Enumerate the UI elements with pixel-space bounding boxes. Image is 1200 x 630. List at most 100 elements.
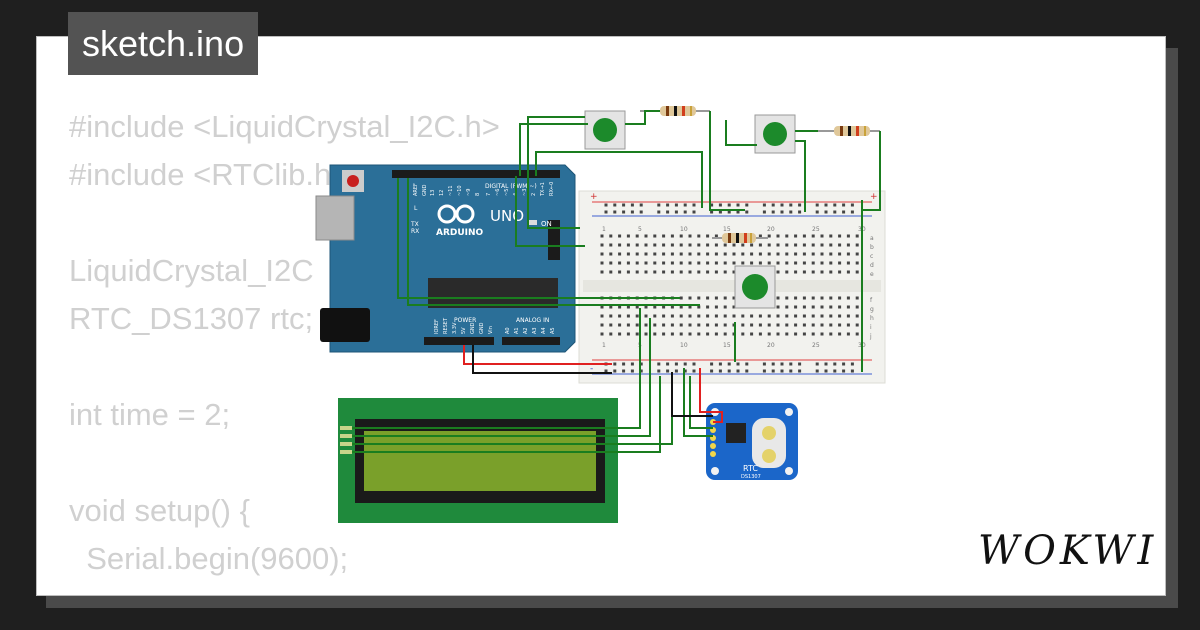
row-letter: a [870,235,874,242]
breadboard-hole [714,252,718,256]
breadboard-hole [635,332,639,336]
breadboard-hole [811,314,815,318]
breadboard-hole [609,305,613,309]
breadboard-hole [653,323,657,327]
rail-hole [780,203,784,207]
rtc-chip [726,423,746,443]
resistor-1[interactable] [640,106,710,116]
resistor-3[interactable] [712,233,768,243]
breadboard-hole [670,323,674,327]
rail-hole [762,362,766,366]
breadboard-hole [626,314,630,318]
rail-hole [692,210,696,214]
breadboard-hole [750,261,754,265]
rail-hole [639,362,643,366]
rail-hole [674,210,678,214]
breadboard-hole [670,332,674,336]
rail-hole [842,210,846,214]
arduino-uno[interactable]: UNO ARDUINO DIGITAL (PWM ~) ON TX RX L P… [315,164,576,353]
breadboard-hole [697,234,701,238]
breadboard-hole [670,243,674,247]
reset-button[interactable] [347,175,359,187]
rail-hole [727,369,731,373]
breadboard-hole [644,323,648,327]
wire [472,345,612,374]
breadboard-hole [855,305,859,309]
breadboard-hole [618,323,622,327]
rail-hole [710,210,714,214]
row-letter: c [870,253,873,260]
pin-label: GND [422,184,428,196]
rail-hole [718,369,722,373]
breadboard-hole [785,314,789,318]
breadboard-hole [741,243,745,247]
usb-port [315,195,355,241]
breadboard-hole [855,270,859,274]
breadboard-hole [662,234,666,238]
resistor-2[interactable] [818,126,880,136]
breadboard-hole [644,332,648,336]
rail-hole [850,203,854,207]
power-jack [320,308,370,342]
rail-hole [815,362,819,366]
rail-hole [683,362,687,366]
push-button-1[interactable] [584,110,626,150]
coin-cell-holder [752,418,786,468]
breadboard-hole [626,332,630,336]
breadboard-hole [802,234,806,238]
breadboard-hole [820,243,824,247]
column-number: 25 [812,342,820,349]
push-button-2[interactable] [754,114,796,154]
rail-hole [630,210,634,214]
push-button-3[interactable] [734,265,776,309]
rail-hole [622,369,626,373]
breadboard-hole [688,314,692,318]
breadboard-hole [670,270,674,274]
rail-hole [683,203,687,207]
lcd-display[interactable] [338,398,618,523]
breadboard-hole [855,252,859,256]
pin-label: ~3 [522,189,528,196]
breadboard-hole [679,305,683,309]
code-line: RTC_DS1307 rtc; [69,301,314,336]
breadboard-hole [662,243,666,247]
pin-label: GND [479,322,485,334]
breadboard-hole [644,305,648,309]
breadboard-hole [600,314,604,318]
breadboard-hole [609,243,613,247]
rail-hole [718,210,722,214]
pin-label: ~6 [495,189,501,196]
wire [352,376,661,453]
rail-hole [666,369,670,373]
rail-hole [850,362,854,366]
rail-hole [683,369,687,373]
column-number: 20 [767,226,775,233]
breadboard-hole [820,270,824,274]
row-letter: e [870,271,874,278]
breadboard-hole [714,332,718,336]
breadboard-hole [600,243,604,247]
breadboard-hole [653,305,657,309]
breadboard-hole [846,296,850,300]
rail-hole [850,369,854,373]
pin-label: Vin [488,326,494,334]
column-number: 10 [680,342,688,349]
breadboard-hole [802,261,806,265]
breadboard-hole [794,234,798,238]
rail-hole [674,362,678,366]
breadboard-hole [855,332,859,336]
pin-label: A5 [550,327,556,334]
breadboard-hole [811,305,815,309]
breadboard-hole [688,243,692,247]
rail-hole [718,362,722,366]
breadboard-hole [662,323,666,327]
breadboard-hole [829,305,833,309]
breadboard-hole [758,314,762,318]
rail-hole [727,203,731,207]
breadboard-hole [820,261,824,265]
rtc-module[interactable]: RTC DS1307 [706,403,798,480]
breadboard-hole [714,243,718,247]
breadboard-hole [838,314,842,318]
pin-label: ~11 [448,185,454,196]
column-number: 25 [812,226,820,233]
